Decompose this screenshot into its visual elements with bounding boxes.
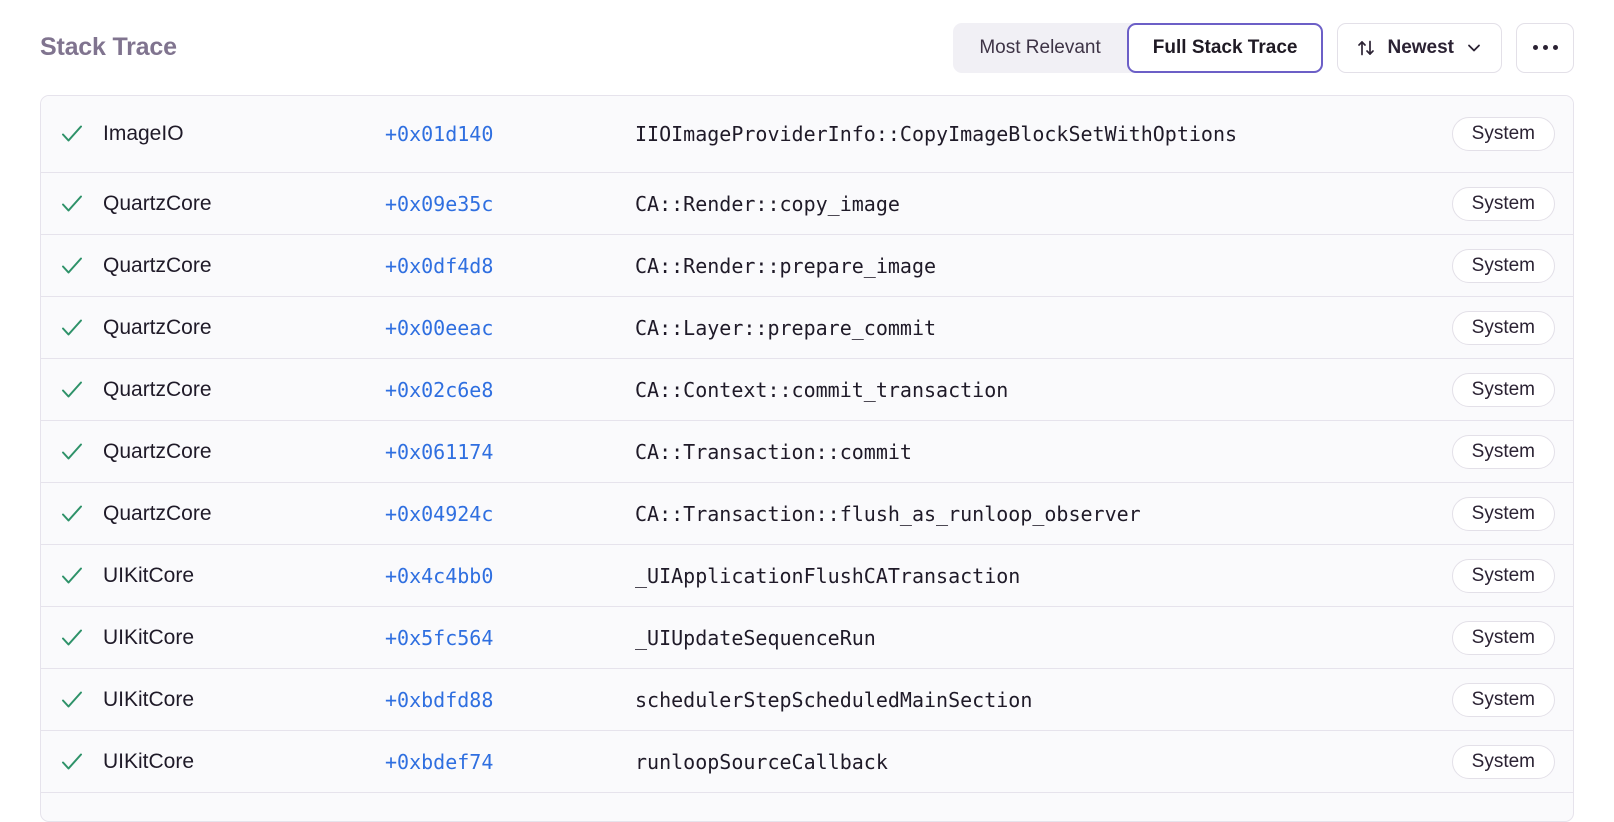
segment-most-relevant[interactable]: Most Relevant	[979, 36, 1101, 58]
table-row[interactable]: UIKitCore +0xbdef74 runloopSourceCallback S…	[41, 731, 1573, 793]
check-icon	[41, 687, 103, 713]
module-name: QuartzCore	[103, 439, 212, 463]
tag-cell: System	[1451, 186, 1555, 221]
module-name: QuartzCore	[103, 315, 212, 339]
instruction-offset-link[interactable]: +0x01d140	[385, 122, 494, 146]
table-row[interactable]: UIKitCore +0x5fc564 _UIUpdateSequenceRun Sy…	[41, 607, 1573, 669]
status-badge: System	[1451, 434, 1555, 469]
check-icon	[41, 315, 103, 341]
status-badge: System	[1451, 682, 1555, 717]
function-name: runloopSourceCallback	[635, 749, 888, 774]
module-name: UIKitCore	[103, 687, 195, 711]
instruction-offset-link[interactable]: +0xbdfd88	[385, 687, 494, 712]
instruction-offset-link[interactable]: +0x02c6e8	[385, 377, 494, 402]
module-name: UIKitCore	[103, 625, 195, 649]
status-badge: System	[1451, 117, 1555, 151]
page-title: Stack Trace	[40, 33, 177, 61]
instruction-offset-link[interactable]: +0x00eeac	[385, 315, 494, 340]
instruction-offset-link[interactable]: +0x061174	[385, 439, 494, 464]
function-name: _UIApplicationFlushCATransaction	[635, 563, 1021, 588]
check-icon	[41, 191, 103, 217]
instruction-offset-link[interactable]: +0xbdef74	[385, 749, 494, 774]
module-name: QuartzCore	[103, 501, 212, 525]
module-name: UIKitCore	[103, 749, 195, 773]
function-name: CA::Render::prepare_image	[635, 253, 937, 278]
sort-button-label: Newest	[1387, 36, 1454, 58]
module-name: UIKitCore	[103, 563, 195, 587]
instruction-offset-link[interactable]: +0x4c4bb0	[385, 563, 494, 588]
instruction-offset-link[interactable]: +0x0df4d8	[385, 253, 494, 278]
status-badge: System	[1451, 310, 1555, 345]
check-icon	[41, 625, 103, 651]
status-badge: System	[1451, 558, 1555, 593]
instruction-offset-link[interactable]: +0x09e35c	[385, 191, 494, 216]
check-icon	[41, 749, 103, 775]
instruction-offset-link[interactable]: +0x5fc564	[385, 625, 494, 650]
table-row[interactable]: QuartzCore +0x0df4d8 CA::Render::prepare_i…	[41, 235, 1573, 297]
check-icon	[41, 501, 103, 527]
table-row[interactable]: ImageIO +0x01d140 IIOImageProviderInfo::Co…	[41, 96, 1573, 173]
tag-cell: System	[1451, 434, 1555, 469]
table-row[interactable]: QuartzCore +0x02c6e8 CA::Context::commit_t…	[41, 359, 1573, 421]
tag-cell: System	[1451, 620, 1555, 655]
tag-cell: System	[1451, 117, 1555, 151]
check-icon	[41, 121, 103, 147]
function-name: CA::Transaction::commit	[635, 439, 912, 464]
tag-cell: System	[1451, 558, 1555, 593]
status-badge: System	[1451, 372, 1555, 407]
instruction-offset-link[interactable]: +0x04924c	[385, 501, 494, 526]
tag-cell: System	[1451, 744, 1555, 779]
segment-full-stack-trace[interactable]: Full Stack Trace	[1126, 22, 1324, 73]
function-name: CA::Layer::prepare_commit	[635, 315, 937, 340]
tag-cell: System	[1451, 496, 1555, 531]
overflow-menu-button[interactable]	[1516, 22, 1574, 73]
chevron-down-icon	[1465, 39, 1483, 57]
tag-cell: System	[1451, 248, 1555, 283]
tag-cell: System	[1451, 372, 1555, 407]
module-name: QuartzCore	[103, 253, 212, 277]
table-row[interactable]: QuartzCore +0x00eeac CA::Layer::prepare_co…	[41, 297, 1573, 359]
header-actions: Most Relevant Full Stack Trace Newest	[953, 22, 1574, 73]
ellipsis-icon	[1532, 45, 1558, 50]
check-icon	[41, 439, 103, 465]
check-icon	[41, 253, 103, 279]
function-name: CA::Context::commit_transaction	[635, 377, 1009, 402]
table-row[interactable]: UIKitCore +0x4c4bb0 _UIApplicationFlushCAT…	[41, 545, 1573, 607]
check-icon	[41, 377, 103, 403]
function-name: _UIUpdateSequenceRun	[635, 625, 876, 650]
function-name: CA::Transaction::flush_as_runloop_observ…	[635, 501, 1141, 526]
module-name: QuartzCore	[103, 377, 212, 401]
table-row[interactable]: QuartzCore +0x04924c CA::Transaction::flus…	[41, 483, 1573, 545]
status-badge: System	[1451, 620, 1555, 655]
stack-trace-mode-segmented-control[interactable]: Most Relevant Full Stack Trace	[953, 22, 1324, 73]
table-row[interactable]: QuartzCore +0x061174 CA::Transaction::comm…	[41, 421, 1573, 483]
tag-cell: System	[1451, 310, 1555, 345]
status-badge: System	[1451, 248, 1555, 283]
table-row[interactable]: UIKitCore +0xbdfd88 schedulerStepScheduled…	[41, 669, 1573, 731]
panel-header: Stack Trace Most Relevant Full Stack Tra…	[40, 0, 1574, 95]
status-badge: System	[1451, 744, 1555, 779]
stack-trace-table: ImageIO +0x01d140 IIOImageProviderInfo::Co…	[40, 95, 1574, 822]
function-name: IIOImageProviderInfo::CopyImageBlockSetW…	[635, 122, 1238, 146]
tag-cell: System	[1451, 682, 1555, 717]
function-name: schedulerStepScheduledMainSection	[635, 687, 1033, 712]
check-icon	[41, 563, 103, 589]
status-badge: System	[1451, 496, 1555, 531]
sort-arrows-icon	[1356, 38, 1376, 58]
module-name: ImageIO	[103, 122, 184, 145]
module-name: QuartzCore	[103, 191, 212, 215]
status-badge: System	[1451, 186, 1555, 221]
function-name: CA::Render::copy_image	[635, 191, 900, 216]
table-row[interactable]: QuartzCore +0x09e35c CA::Render::copy_imag…	[41, 173, 1573, 235]
sort-button[interactable]: Newest	[1337, 22, 1502, 73]
